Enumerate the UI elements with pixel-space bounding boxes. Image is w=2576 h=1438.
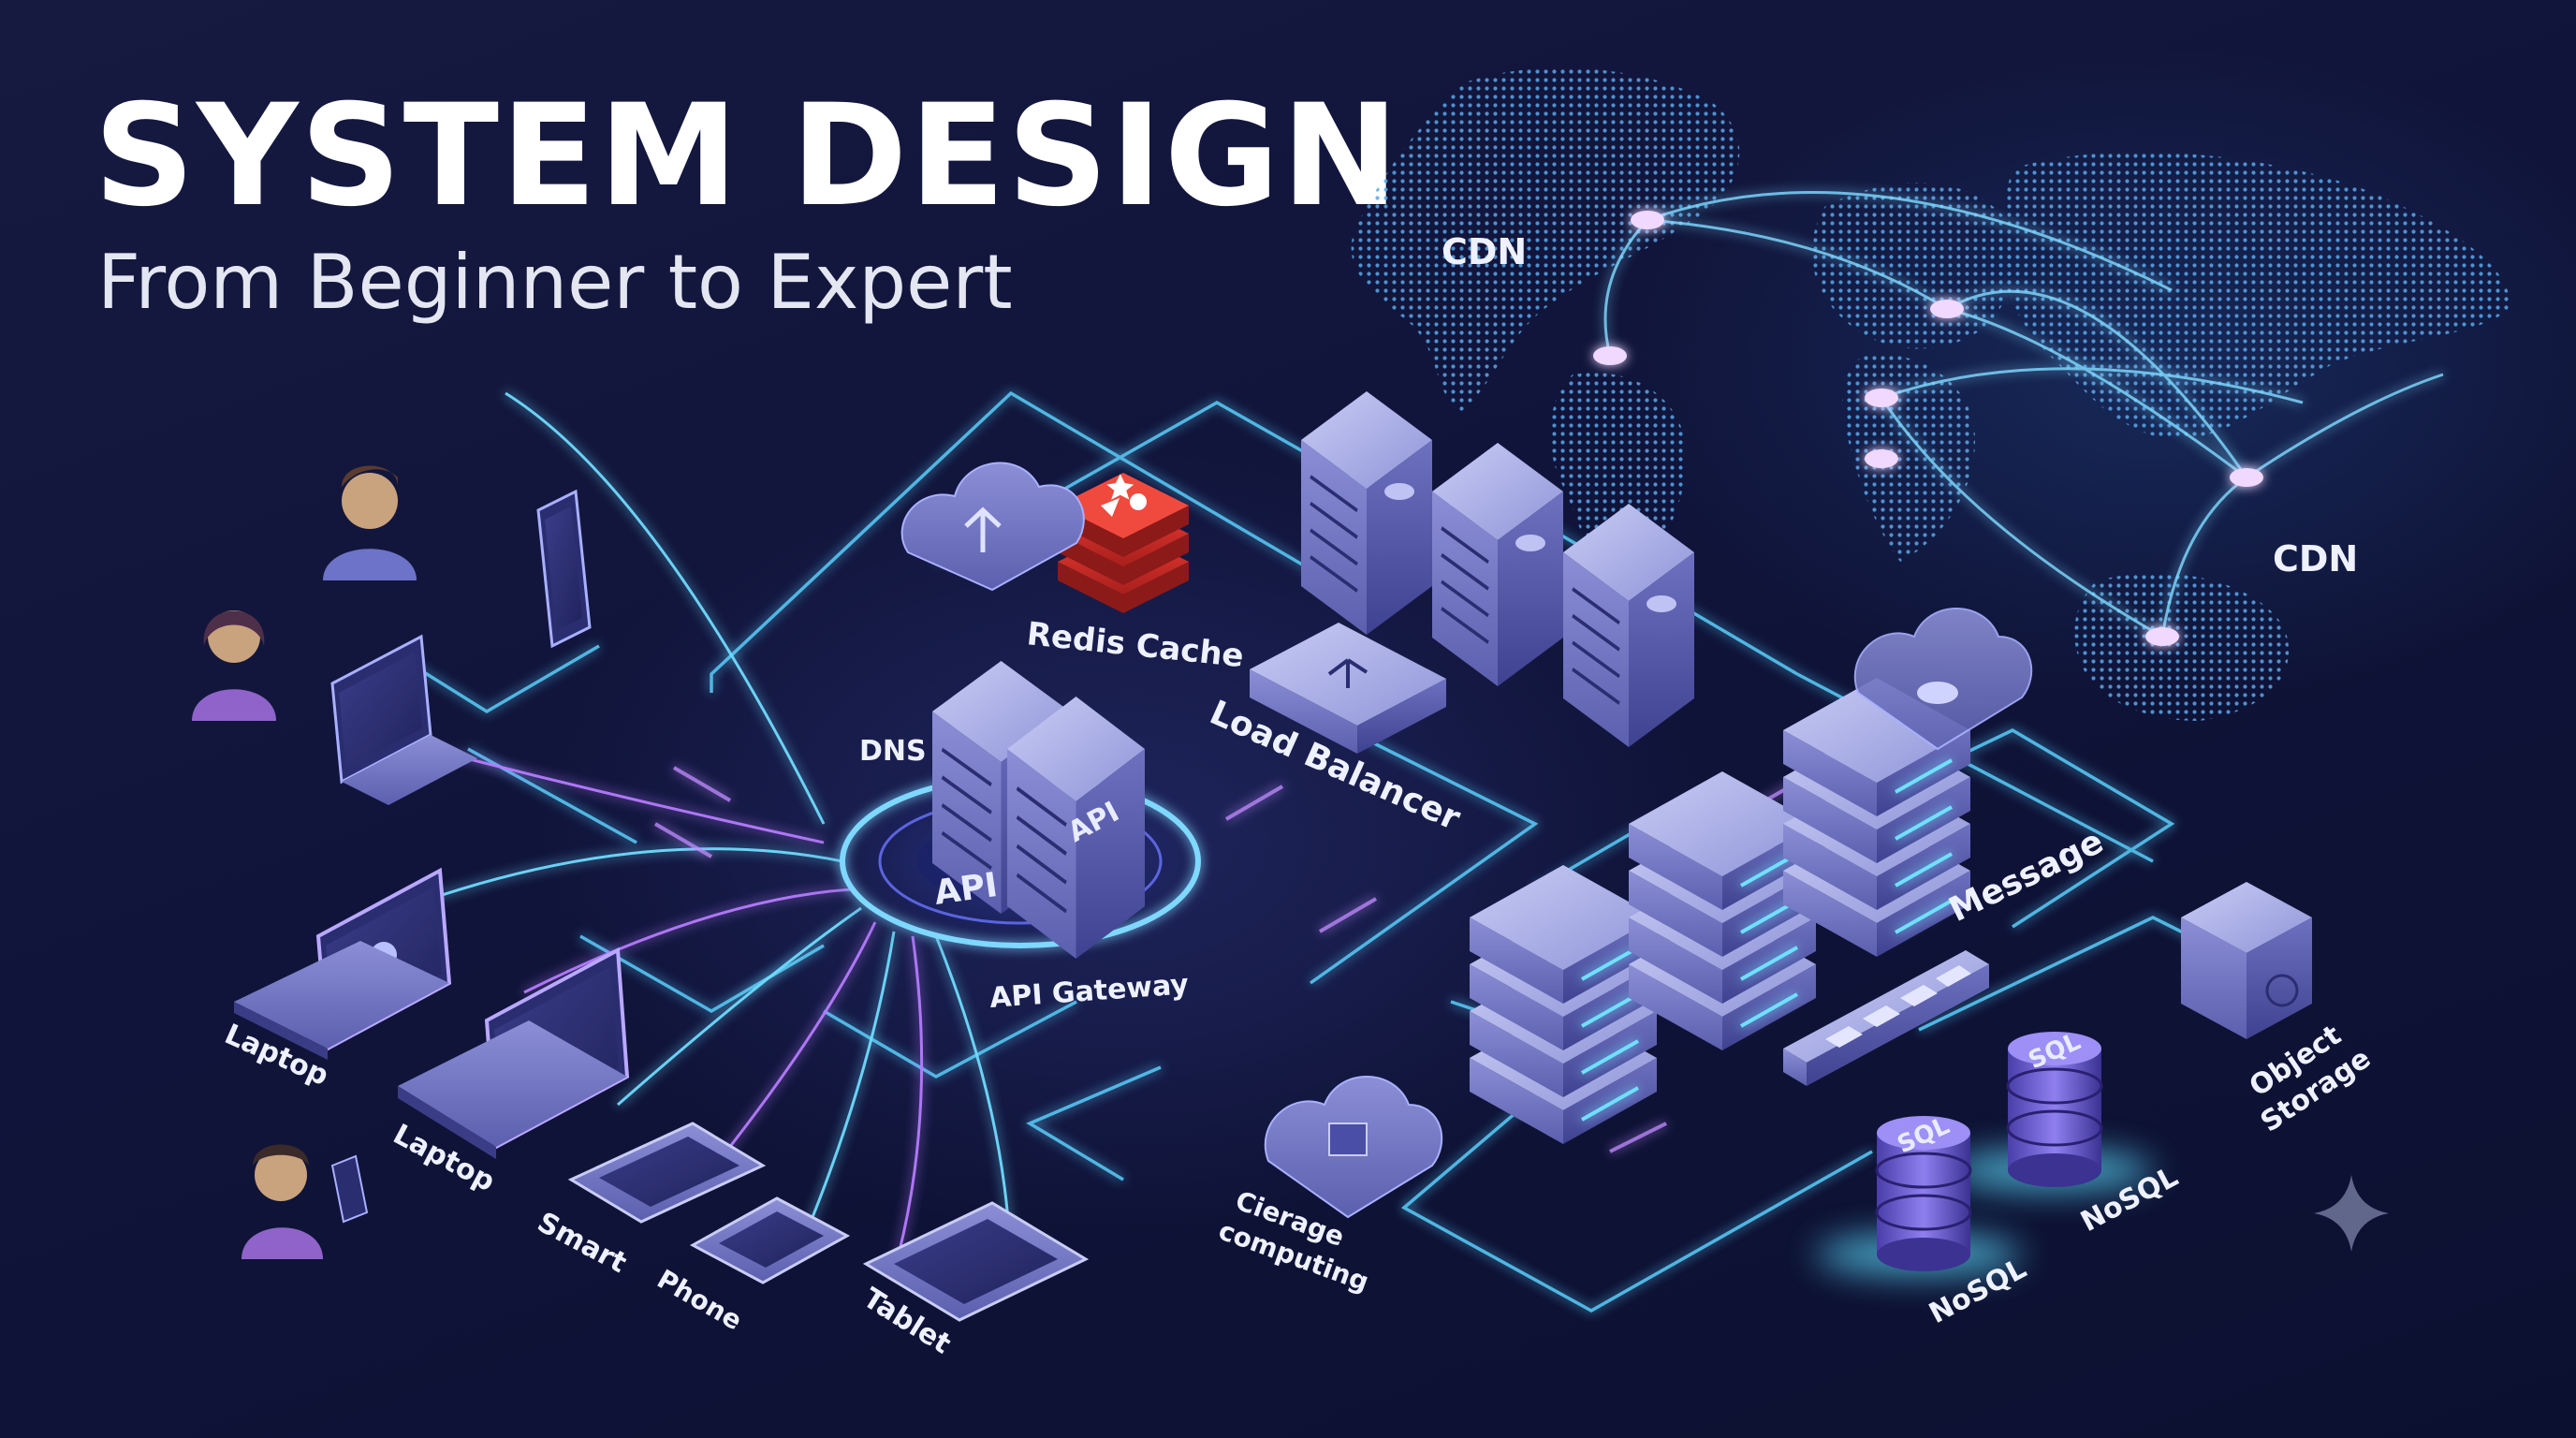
person-icon-2 [192, 610, 276, 721]
laptop-center-icon [398, 946, 630, 1159]
api-gateway-label: API Gateway [988, 968, 1190, 1015]
load-balancer-icon [1250, 623, 1446, 754]
world-map-icon [1351, 67, 2510, 721]
redis-cache-label: Redis Cache [1025, 615, 1246, 675]
message-queue-icon [1783, 950, 1989, 1086]
phone-device-icon [536, 489, 592, 649]
smartphone-icon [567, 1122, 767, 1224]
database-sql-front [1816, 1116, 2022, 1275]
database-sql-back [1947, 1032, 2153, 1191]
cloud-computing-icon [1264, 1076, 1443, 1219]
smart-label: Smart [532, 1206, 632, 1280]
page-subtitle: From Beginner to Expert [97, 239, 1013, 326]
cloud-icon [1853, 608, 2033, 751]
client-curves [392, 391, 1013, 1284]
cdn-arcs [1603, 191, 2444, 638]
cdn-label-right: CDN [2273, 538, 2358, 580]
star-sparkle-icon [2314, 1175, 2389, 1252]
phone-label: Phone [652, 1263, 748, 1336]
person-with-phone-icon [242, 1144, 369, 1259]
server-stack-1 [1470, 865, 1657, 1144]
api-hub-label: API [932, 866, 1001, 913]
laptop-left-icon [234, 867, 452, 1060]
tablet-icon [862, 1201, 1090, 1322]
laptop-top-icon [330, 634, 477, 805]
server-cluster [1299, 389, 1696, 749]
dns-label: DNS [859, 735, 927, 768]
object-storage-icon [2181, 882, 2312, 1039]
cdn-nodes [1593, 211, 2263, 646]
phone-icon [689, 1196, 851, 1284]
redis-cache-icon [1058, 473, 1189, 613]
page-title: SYSTEM DESIGN [94, 75, 1401, 238]
cdn-label-top: CDN [1442, 231, 1527, 272]
person-icon [323, 465, 417, 580]
cloud-upload-icon [900, 462, 1085, 592]
